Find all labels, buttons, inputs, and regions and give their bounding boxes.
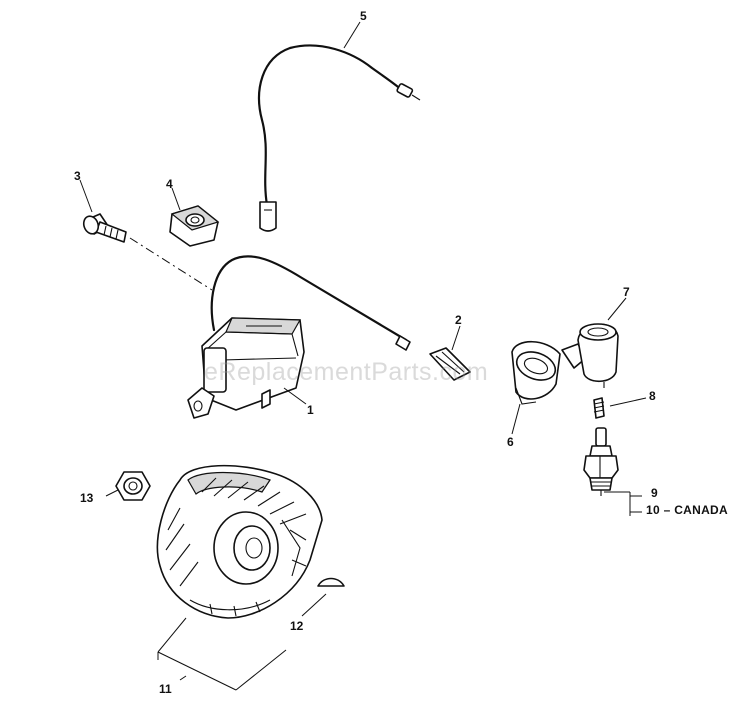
callout-1: 1 (307, 403, 314, 417)
callout-13: 13 (80, 491, 94, 505)
part-13-nut[interactable] (115, 471, 151, 501)
callout-11: 11 (159, 682, 172, 696)
callout-12: 12 (290, 619, 304, 633)
part-8-spring[interactable] (593, 397, 605, 419)
callout-9: 9 (651, 486, 658, 500)
part-4-spacer-block[interactable] (169, 205, 220, 247)
callout-5: 5 (360, 9, 367, 23)
leader-lines (79, 21, 647, 691)
assembly-center-line (129, 237, 213, 291)
part-2-terminal-pin[interactable] (429, 347, 471, 381)
watermark-text: eReplacementParts.com (204, 358, 488, 386)
callout-8: 8 (649, 389, 656, 403)
part-3-screw[interactable] (81, 213, 127, 243)
part-6-boot-insulator[interactable] (511, 341, 561, 405)
callout-7: 7 (623, 285, 630, 299)
callout-3: 3 (74, 169, 81, 183)
part-7-spark-plug-cap[interactable] (561, 323, 619, 388)
part-5-wire-lead[interactable] (258, 44, 421, 232)
callout-10-canada: 10 – CANADA (646, 503, 728, 517)
callout-2: 2 (455, 313, 462, 327)
part-9-spark-plug[interactable] (583, 427, 619, 496)
callout-6: 6 (507, 435, 514, 449)
part-1-ignition-coil[interactable] (187, 255, 411, 419)
part-11-flywheel[interactable] (156, 464, 323, 619)
callout-4: 4 (166, 177, 173, 191)
part-12-key[interactable] (317, 577, 345, 587)
